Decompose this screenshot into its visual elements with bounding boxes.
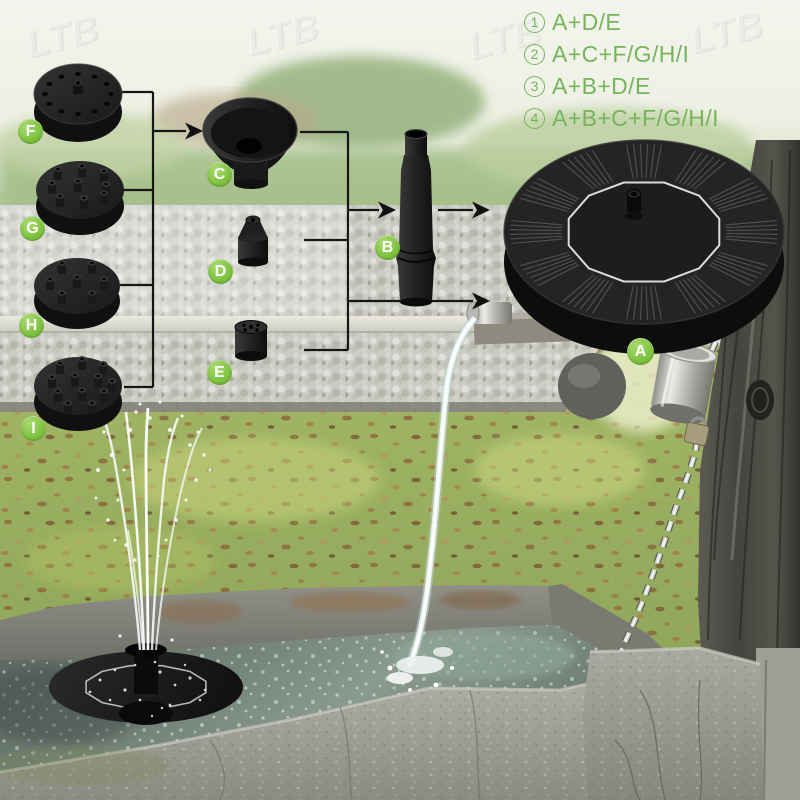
- circled-number-4: 4: [524, 107, 545, 129]
- part-G-nine-jet-spray-disc: [36, 161, 124, 235]
- combination-row-4: 4 A+B+C+F/G/H/I: [524, 102, 719, 134]
- padlock: [683, 416, 710, 446]
- circled-number-2: 2: [524, 43, 545, 65]
- part-F-ring-hole-spray-disc: [33, 63, 123, 142]
- combination-formula-2: A+C+F/G/H/I: [552, 40, 690, 67]
- assembly-connector-lines: [120, 90, 473, 389]
- part-badge-H: H: [19, 313, 44, 338]
- part-E-cylinder-nozzle: [234, 320, 268, 361]
- combination-formula-3: A+B+D/E: [552, 72, 651, 99]
- part-C-funnel-spray-head: [202, 97, 298, 189]
- trough-near-rim: [0, 650, 735, 800]
- part-H-seven-jet-spray-disc: [34, 258, 120, 329]
- combination-formula-1: A+D/E: [552, 8, 622, 35]
- nozzle-combination-list: 1 A+D/E 2 A+C+F/G/H/I 3 A+B+D/E 4 A+B+C+…: [524, 6, 719, 134]
- wood-knot: [746, 380, 774, 420]
- part-B-riser-tube: [396, 129, 436, 307]
- combination-formula-4: A+B+C+F/G/H/I: [552, 104, 719, 131]
- part-badge-G: G: [20, 216, 45, 241]
- splash: [380, 647, 454, 692]
- circled-number-1: 1: [524, 11, 545, 33]
- part-A-solar-panel-fountain-base: [503, 139, 785, 354]
- part-badge-A: A: [627, 338, 654, 365]
- pouring-water-stream: [380, 314, 479, 692]
- part-badge-B: B: [375, 235, 400, 260]
- part-badge-C: C: [207, 162, 232, 187]
- part-I-twelve-jet-spray-disc: [34, 356, 122, 431]
- circled-number-3: 3: [524, 75, 545, 97]
- combination-row-3: 3 A+B+D/E: [524, 70, 719, 102]
- stone-pillar: [756, 648, 800, 800]
- part-badge-D: D: [208, 259, 233, 284]
- part-badge-I: I: [21, 416, 46, 441]
- floating-fountain-assembled: [49, 643, 243, 725]
- part-D-cone-nozzle: [238, 215, 268, 267]
- spray-droplets: [94, 400, 212, 642]
- combination-row-1: 1 A+D/E: [524, 6, 719, 38]
- part-badge-F: F: [18, 119, 43, 144]
- combination-row-2: 2 A+C+F/G/H/I: [524, 38, 719, 70]
- water-droplets-on-disc: [88, 660, 207, 718]
- part-badge-E: E: [207, 360, 232, 385]
- fountain-spray: [94, 400, 212, 651]
- trough-corner-stone: [582, 646, 764, 800]
